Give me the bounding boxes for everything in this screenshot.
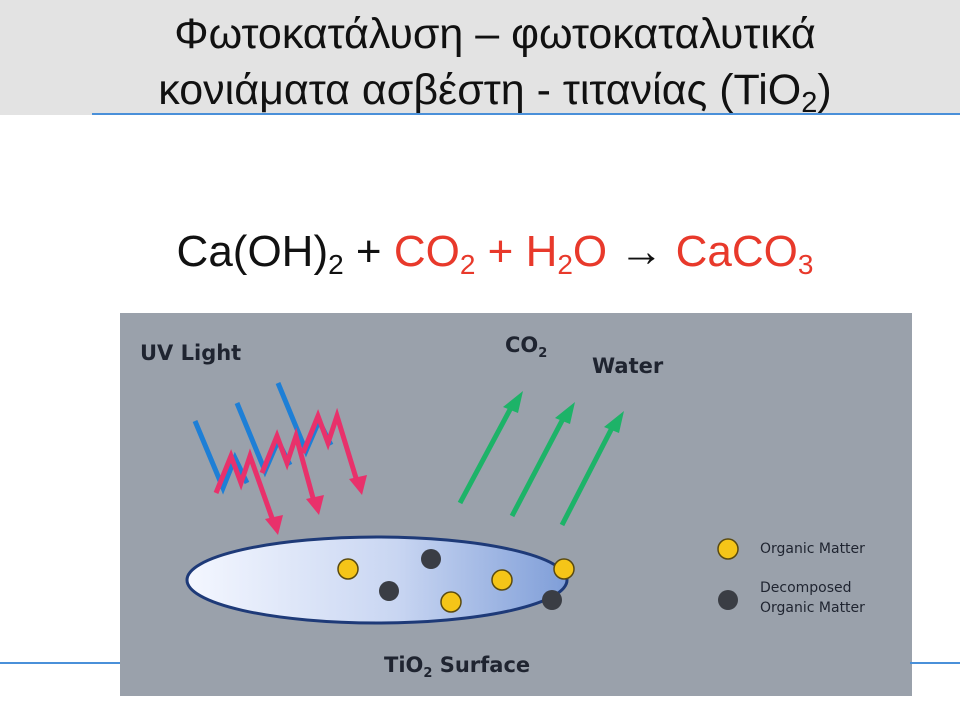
footer-rule-right — [910, 662, 960, 664]
footer-rule-left — [0, 662, 120, 664]
title-line-1: Φωτοκατάλυση – φωτοκαταλυτικά — [174, 10, 816, 58]
emission-arrows — [457, 402, 617, 527]
uv-rays-pink — [213, 407, 359, 519]
photocatalysis-diagram: UV Light CO2 Water TiO2 Surface Organic … — [120, 313, 912, 696]
emission-arrowheads — [503, 391, 624, 433]
legend-organic-label: Organic Matter — [760, 541, 865, 557]
decomposed-particles — [379, 549, 562, 610]
tio2-surface-label: TiO2 Surface — [384, 653, 531, 682]
slide-title: Φωτοκατάλυση – φωτοκαταλυτικά κονιάματα … — [0, 6, 960, 118]
tio2-surface — [185, 535, 569, 625]
title-underline — [92, 113, 960, 115]
organic-particles — [337, 558, 575, 613]
legend-decomposed-label: Decomposed Organic Matter — [760, 580, 865, 616]
product-calcium-carbonate: CaCO3 — [675, 227, 814, 280]
uv-light-label: UV Light — [140, 341, 242, 365]
reactant-water: + H2O — [475, 227, 608, 280]
reactant-calcium-hydroxide: Ca(OH)2 — [176, 227, 344, 280]
legend-organic-dot — [717, 538, 739, 560]
legend-decomposed-dot — [718, 590, 738, 610]
chemical-equation: Ca(OH)2 + CO2 + H2O → CaCO3 — [0, 222, 960, 282]
reaction-arrow: → — [607, 227, 676, 276]
water-label: Water — [592, 354, 664, 378]
diagram-graphics — [185, 382, 739, 625]
title-line-2: κονιάματα ασβέστη - τιτανίας (TiO2) — [158, 66, 832, 119]
title-band — [0, 0, 960, 115]
uv-arrowheads — [265, 475, 367, 535]
reactant-co2: CO2 — [393, 227, 476, 280]
plus-sign: + — [343, 227, 394, 276]
co2-label: CO2 — [505, 333, 548, 362]
